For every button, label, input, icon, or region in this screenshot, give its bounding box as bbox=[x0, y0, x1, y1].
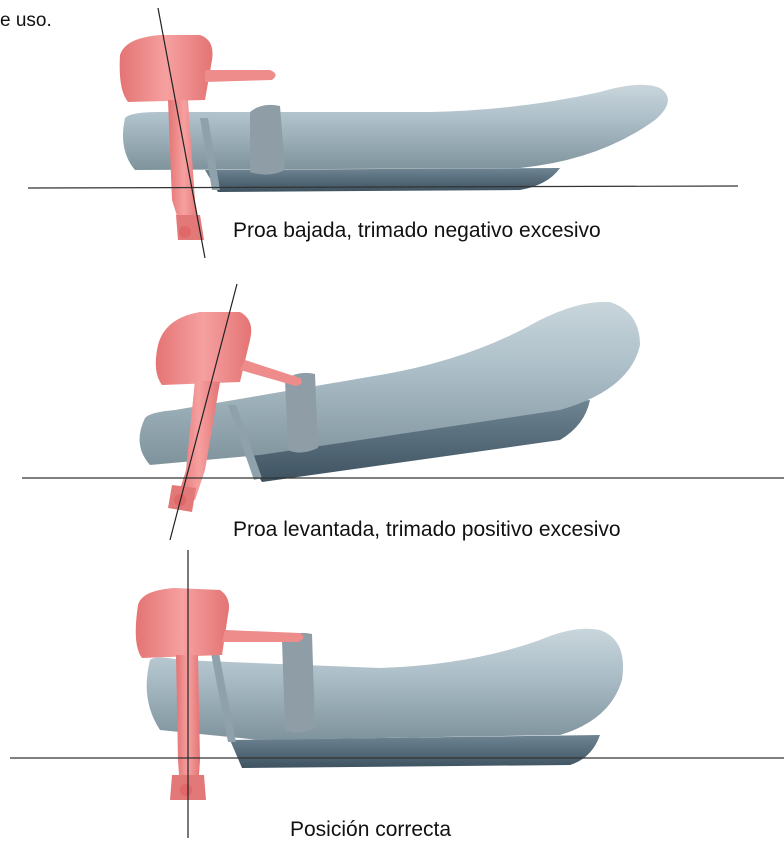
seat bbox=[285, 373, 318, 453]
seat bbox=[282, 633, 315, 733]
figure-correct bbox=[10, 550, 784, 838]
figure-bow-up bbox=[22, 284, 784, 540]
caption-correct-position: Posición correcta bbox=[290, 818, 451, 842]
caption-bow-up: Proa levantada, trimado positivo excesiv… bbox=[233, 518, 621, 542]
caption-bow-down: Proa bajada, trimado negativo excesivo bbox=[233, 219, 601, 243]
hull bbox=[230, 735, 600, 768]
seat bbox=[250, 105, 285, 175]
